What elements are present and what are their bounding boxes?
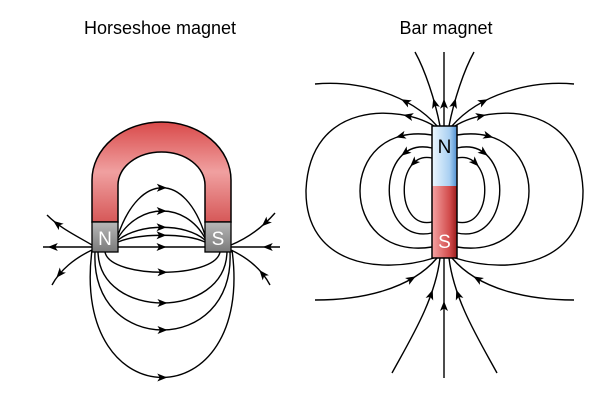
horseshoe-title: Horseshoe magnet — [84, 18, 236, 38]
field-line — [51, 249, 93, 286]
arrowhead-icon — [157, 299, 168, 308]
field-line — [456, 156, 486, 224]
arrowhead-icon — [157, 326, 168, 335]
field-line — [89, 249, 235, 378]
arrowhead-icon — [449, 98, 457, 110]
bar-field-lines-right — [448, 51, 584, 374]
horseshoe-field-lines — [43, 183, 280, 382]
field-line — [448, 257, 498, 374]
field-line — [454, 112, 584, 266]
field-line — [46, 214, 93, 246]
arrowhead-icon — [262, 243, 273, 251]
field-line — [97, 251, 228, 304]
bar-south-label: S — [438, 232, 451, 253]
bar-magnet: N S — [431, 125, 458, 259]
bar-field-lines — [305, 51, 584, 378]
horseshoe-north-pole — [91, 221, 119, 253]
arrowhead-icon — [401, 146, 412, 156]
field-line — [414, 51, 441, 127]
horseshoe-body — [91, 121, 232, 223]
arrowhead-icon — [261, 216, 272, 227]
field-line — [391, 257, 441, 374]
field-line — [456, 146, 501, 235]
arrowhead-icon — [440, 301, 448, 311]
arrowhead-icon — [403, 113, 414, 121]
field-line — [359, 133, 433, 249]
arrowhead-icon — [401, 99, 412, 108]
horseshoe-north-label: N — [98, 229, 112, 250]
arrowhead-icon — [477, 99, 488, 108]
arrowhead-icon — [482, 130, 494, 139]
arrowhead-icon — [395, 130, 407, 139]
field-line — [456, 133, 530, 249]
arrowhead-icon — [405, 276, 416, 285]
arrowhead-icon — [259, 270, 269, 281]
field-line — [448, 51, 475, 127]
horseshoe-south-label: S — [212, 229, 225, 250]
field-line — [388, 146, 433, 235]
arrowhead-icon — [477, 146, 488, 156]
bar-outline — [431, 125, 458, 259]
arrowhead-icon — [455, 289, 464, 301]
arrowhead-icon — [156, 223, 167, 232]
arrowhead-icon — [156, 243, 167, 251]
arrowhead-icon — [156, 207, 167, 216]
field-line — [451, 82, 575, 127]
field-line — [305, 112, 435, 266]
bar-south-half — [432, 186, 457, 258]
arrowhead-icon — [156, 231, 167, 240]
bar-field-lines-left — [305, 51, 441, 374]
arrowhead-icon — [156, 183, 167, 192]
bar-title: Bar magnet — [399, 18, 492, 38]
arrowhead-icon — [468, 156, 479, 167]
field-line — [230, 249, 271, 286]
arrowhead-icon — [47, 243, 58, 251]
arrowhead-icon — [53, 220, 64, 231]
horseshoe-magnet: N S — [91, 121, 232, 253]
arrowhead-icon — [475, 113, 486, 121]
arrowhead-icon — [157, 373, 168, 382]
arrowhead-icon — [410, 156, 421, 167]
horseshoe-south-pole — [204, 221, 232, 253]
bar-north-label: N — [438, 137, 452, 158]
arrowhead-icon — [157, 268, 168, 277]
field-line — [230, 212, 276, 246]
arrowhead-icon — [425, 289, 434, 301]
arrowhead-icon — [56, 267, 66, 278]
field-line — [403, 156, 433, 224]
arrowhead-icon — [473, 276, 484, 285]
arrowhead-icon — [432, 98, 440, 110]
field-line — [314, 82, 438, 127]
field-line — [104, 251, 221, 273]
field-line — [451, 257, 575, 301]
field-line — [314, 257, 438, 301]
bar-north-half — [432, 126, 457, 186]
arrowhead-icon — [440, 98, 448, 109]
